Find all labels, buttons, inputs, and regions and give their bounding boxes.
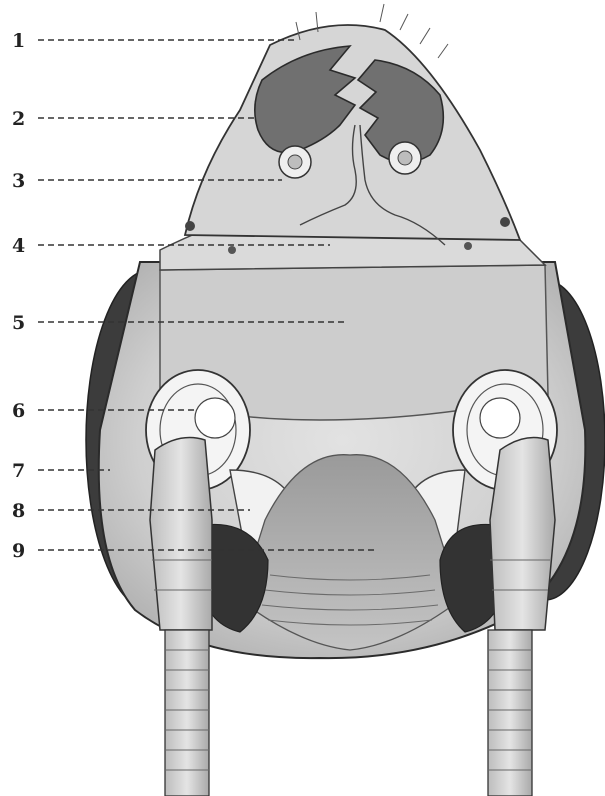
- labrum-plate: [185, 25, 520, 240]
- callout-number-4: 4: [12, 235, 25, 257]
- callout-number-3: 3: [12, 170, 25, 192]
- mandible-condyle-right: [389, 142, 421, 174]
- callout-number-1: 1: [12, 30, 25, 52]
- callout-number-7: 7: [12, 460, 25, 482]
- callout-number-6: 6: [12, 400, 25, 422]
- mandible-condyle-left: [279, 146, 311, 178]
- antenna-left: [150, 438, 212, 796]
- callout-number-8: 8: [12, 500, 25, 522]
- articulation-point-right: [500, 217, 510, 227]
- articulation-point-left-2: [228, 246, 236, 254]
- callout-number-9: 9: [12, 540, 25, 562]
- callout-number-5: 5: [12, 312, 25, 334]
- callout-number-2: 2: [12, 108, 25, 130]
- articulation-point-right-2: [464, 242, 472, 250]
- articulation-point-left: [185, 221, 195, 231]
- antenna-right: [488, 438, 555, 796]
